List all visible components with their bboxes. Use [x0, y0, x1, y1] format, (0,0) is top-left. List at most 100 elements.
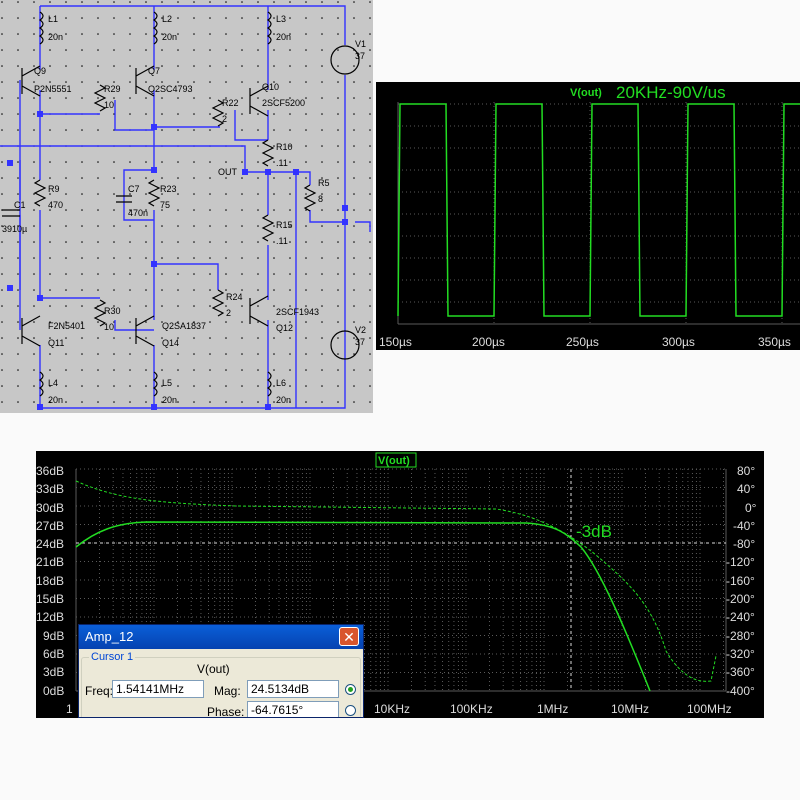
label-R22: R22	[222, 98, 239, 108]
tick-9dB: 9dB	[43, 629, 64, 643]
bode-right-ticks: 80° 40° 0° -40° -80° -120° -160° -200° -…	[726, 464, 757, 698]
phase-field[interactable]: -64.7615°	[247, 701, 339, 717]
schematic-canvas[interactable]: L1 20n L2 20n L3 20n V1 37 Q9 P2N5551 Q7…	[0, 0, 373, 413]
tick-12dB: 12dB	[36, 610, 64, 624]
transient-trace-label[interactable]: V(out)	[570, 87, 602, 99]
component-labels: L1 20n L2 20n L3 20n V1 37 Q9 P2N5551 Q7…	[2, 14, 366, 405]
tick-150us: 150µs	[379, 335, 412, 349]
tick-300us: 300µs	[662, 335, 695, 349]
dialog-title: Amp_12	[85, 629, 134, 644]
tick-250us: 250µs	[566, 335, 599, 349]
tick-100KHz: 100KHz	[450, 702, 493, 716]
phase-trace[interactable]	[75, 480, 717, 682]
label-L6: L6	[276, 378, 286, 388]
square-wave-trace[interactable]	[397, 103, 800, 317]
value-R30: 10	[104, 322, 114, 332]
label-L2: L2	[162, 14, 172, 24]
transient-grid	[397, 102, 800, 325]
symbols	[2, 11, 360, 397]
label-Q9: Q9	[34, 66, 46, 76]
transient-annotation: 20KHz-90V/us	[616, 83, 726, 102]
value-R23: 75	[160, 200, 170, 210]
transient-plot-panel[interactable]: V(out) 20KHz-90V/us 150µs 200µs 250µs 30…	[376, 82, 800, 350]
label-L4: L4	[48, 378, 58, 388]
tick-m80deg: -80°	[733, 537, 755, 551]
transient-plot[interactable]: V(out) 20KHz-90V/us 150µs 200µs 250µs 30…	[376, 82, 800, 350]
label-R10: R10	[276, 142, 293, 152]
schematic-panel[interactable]: L1 20n L2 20n L3 20n V1 37 Q9 P2N5551 Q7…	[0, 0, 373, 413]
label-Q11: Q11	[48, 338, 64, 348]
dialog-titlebar[interactable]: Amp_12 ✕	[79, 625, 363, 649]
phase-radio[interactable]	[345, 705, 356, 716]
value-Q10: 2SCF5200	[262, 98, 305, 108]
bode-x-ticks: 1 10KHz 100KHz 1MHz 10MHz 100MHz	[66, 702, 732, 716]
tick-10KHz: 10KHz	[374, 702, 410, 716]
value-R9: 470	[48, 200, 63, 210]
tick-m320deg: -320°	[726, 647, 755, 661]
tick-1MHz: 1MHz	[537, 702, 568, 716]
value-R10: .11	[276, 158, 288, 168]
tick-30dB: 30dB	[36, 501, 64, 515]
label-R15: R15	[276, 220, 293, 230]
tick-15dB: 15dB	[36, 592, 64, 606]
tick-m360deg: -360°	[726, 665, 755, 679]
value-R24: 2	[226, 308, 231, 318]
grid-dots	[0, 0, 373, 413]
signal-name: V(out)	[197, 662, 230, 676]
tick-27dB: 27dB	[36, 519, 64, 533]
value-L3: 20n	[276, 32, 291, 42]
freq-field[interactable]: 1.54141MHz	[112, 680, 204, 698]
label-Q12: Q12	[276, 323, 293, 333]
label-L5: L5	[162, 378, 172, 388]
value-Q11: F2N5401	[48, 321, 85, 331]
value-L4: 20n	[48, 395, 63, 405]
tick-21dB: 21dB	[36, 555, 64, 569]
label-C7: C7	[128, 184, 140, 194]
close-button[interactable]: ✕	[339, 627, 359, 646]
value-R22: 2	[222, 114, 227, 124]
cursor-group-label: Cursor 1	[89, 651, 136, 663]
bode-trace-label[interactable]: V(out)	[378, 455, 410, 467]
tick-m400deg: -400°	[726, 684, 755, 698]
value-L6: 20n	[276, 395, 291, 405]
tick-m160deg: -160°	[726, 574, 755, 588]
value-R15: .11	[276, 236, 288, 246]
value-L1: 20n	[48, 32, 63, 42]
tick-40deg: 40°	[737, 482, 755, 496]
value-Q7: Q2SC4793	[148, 84, 193, 94]
tick-24dB: 24dB	[36, 537, 64, 551]
tick-1: 1	[66, 702, 73, 716]
label-Q14: Q14	[162, 338, 179, 348]
tick-10MHz: 10MHz	[611, 702, 649, 716]
label-R30: R30	[104, 306, 121, 316]
cursor-dialog[interactable]: Amp_12 ✕ Cursor 1 V(out) Freq: 1.54141MH…	[78, 624, 364, 718]
value-C7: 470n	[128, 208, 148, 218]
mag-label: Mag:	[214, 684, 241, 698]
phase-label: Phase:	[207, 705, 245, 718]
tick-m120deg: -120°	[726, 555, 755, 569]
label-V1: V1	[355, 39, 366, 49]
label-R24: R24	[226, 292, 243, 302]
value-Q14: Q2SA1837	[162, 321, 206, 331]
wires	[0, 5, 371, 409]
value-R29: 10	[104, 100, 114, 110]
tick-m40deg: -40°	[733, 519, 755, 533]
close-icon: ✕	[343, 629, 355, 645]
value-Q12: 2SCF1943	[276, 307, 319, 317]
tick-200us: 200µs	[472, 335, 505, 349]
tick-0deg: 0°	[745, 501, 757, 515]
freq-label: Freq:	[85, 684, 114, 698]
transient-x-ticks: 150µs 200µs 250µs 300µs 350µs	[379, 335, 791, 349]
value-R5: 8	[318, 194, 323, 204]
tick-33dB: 33dB	[36, 482, 64, 496]
mag-field[interactable]: 24.5134dB	[247, 680, 339, 698]
label-L1: L1	[48, 14, 58, 24]
magnitude-trace[interactable]	[75, 521, 651, 692]
bode-plot-panel[interactable]: V(out) 36dB 33dB 30dB 27dB 24dB 21dB 18d…	[36, 451, 764, 718]
label-R23: R23	[160, 184, 177, 194]
mag-radio[interactable]	[345, 684, 356, 695]
label-V2: V2	[355, 325, 366, 335]
value-C1: 3910µ	[2, 224, 27, 234]
tick-m280deg: -280°	[726, 629, 755, 643]
label-R29: R29	[104, 84, 121, 94]
